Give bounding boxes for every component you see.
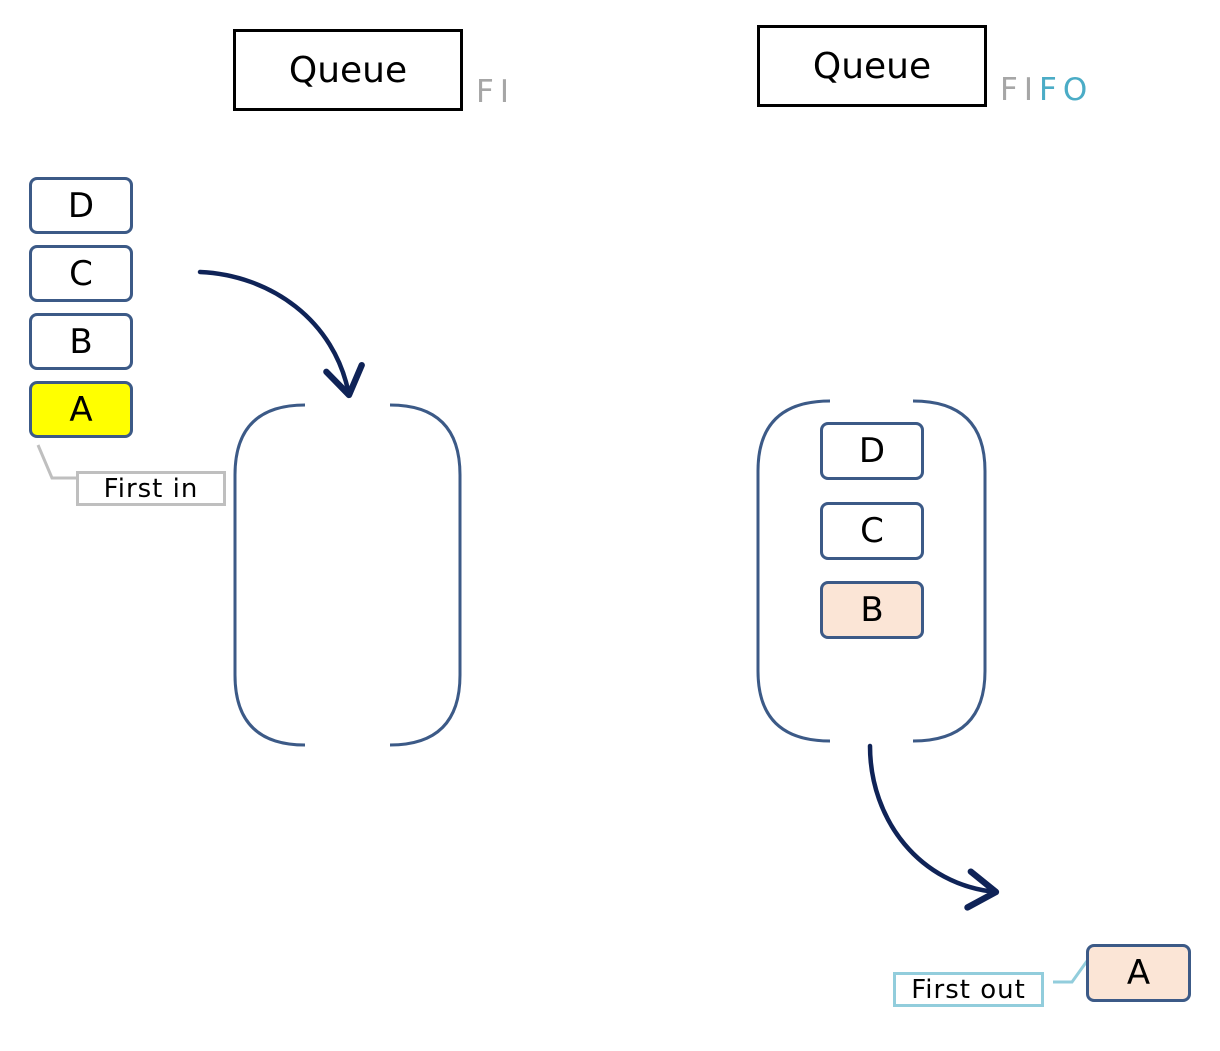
- left-item-c: C: [29, 245, 133, 302]
- right-item-a-first-out: A: [1086, 944, 1191, 1002]
- right-item-c: C: [820, 502, 924, 560]
- left-item-a-first-in: A: [29, 381, 133, 438]
- left-queue-title: Queue: [233, 29, 463, 111]
- left-acronym: FI: [476, 74, 515, 110]
- right-acronym-f1: F: [1000, 72, 1024, 108]
- left-item-b: B: [29, 313, 133, 370]
- dequeue-arrow: [867, 743, 1000, 911]
- right-queue-title: Queue: [757, 25, 987, 107]
- right-acronym-f2: F: [1039, 72, 1063, 108]
- right-queue-bracket-right: [912, 399, 987, 743]
- right-acronym-i: I: [1023, 72, 1039, 108]
- right-item-b: B: [820, 581, 924, 639]
- right-queue-bracket-left: [756, 399, 831, 743]
- left-acronym-i: I: [499, 74, 515, 110]
- right-acronym-o: O: [1062, 72, 1094, 108]
- first-out-connector: [1053, 960, 1089, 984]
- left-acronym-f: F: [476, 74, 500, 110]
- first-in-connector: [36, 444, 78, 480]
- right-item-d: D: [820, 422, 924, 480]
- left-queue-bracket-right: [389, 403, 462, 747]
- left-item-d: D: [29, 177, 133, 234]
- first-in-callout: First in: [76, 471, 226, 506]
- right-acronym: FIFO: [1000, 72, 1093, 108]
- left-queue-bracket-left: [233, 403, 306, 747]
- enqueue-arrow: [197, 269, 365, 399]
- first-out-callout: First out: [893, 972, 1044, 1007]
